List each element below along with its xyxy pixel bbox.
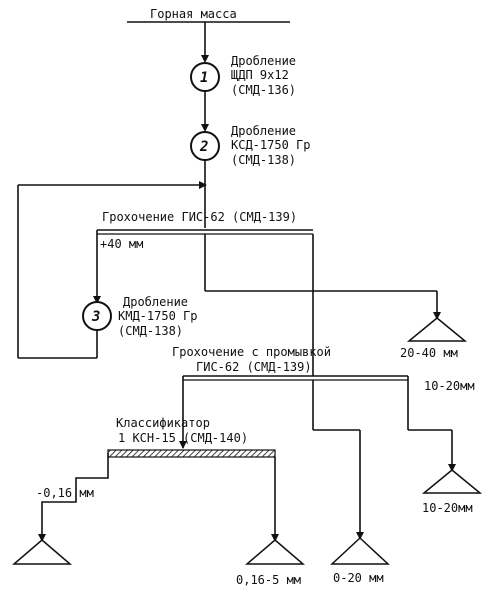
screen-2-fraction-label: 10-20мм	[424, 379, 475, 393]
product-0-20-label: 0-20 мм	[333, 571, 384, 585]
crusher-1-title: Дробление	[231, 54, 296, 68]
flow-arrow	[179, 441, 187, 449]
screen-2-model: ГИС-62 (СМД-139)	[196, 360, 312, 374]
fine-fraction-pile	[11, 539, 73, 565]
flow-arrow	[201, 55, 209, 63]
classifier-body	[107, 449, 276, 458]
flow-arrow	[271, 534, 279, 542]
crusher-2-title: Дробление	[231, 124, 296, 138]
product-20-40-pile	[406, 317, 468, 342]
crusher-3-model: КМД-1750 Гр	[118, 309, 197, 323]
classifier-title: Классификатор	[116, 416, 210, 430]
product-0-20-pile	[330, 536, 390, 565]
source-label: Горная масса	[150, 7, 237, 21]
fine-fraction-label: -0,16 мм	[36, 486, 94, 500]
fine-fraction-line	[41, 453, 109, 540]
product-10-20-pile	[421, 469, 483, 494]
product-10-20-label: 10-20мм	[422, 501, 473, 515]
crusher-3-number: 3	[91, 309, 100, 325]
crusher-2-number: 2	[199, 139, 208, 155]
crusher-2-code: (СМД-138)	[231, 153, 296, 167]
flow-arrow	[201, 124, 209, 132]
crusher-1-code: (СМД-136)	[231, 83, 296, 97]
product-016-5-pile	[244, 539, 306, 565]
crusher-3-code: (СМД-138)	[118, 324, 183, 338]
product-20-40-label: 20-40 мм	[400, 346, 458, 360]
loop-arrow	[199, 181, 207, 189]
flow-arrow	[356, 532, 364, 540]
screen-1-label: Грохочение ГИС-62 (СМД-139)	[102, 210, 297, 224]
flow-arrow	[38, 534, 46, 542]
crusher-3-title: Дробление	[123, 295, 188, 309]
flow-arrow	[433, 312, 441, 320]
flow-arrow	[448, 464, 456, 472]
product-016-5-label: 0,16-5 мм	[236, 573, 301, 587]
screen-2-title: Грохочение с промывкой	[172, 345, 331, 359]
flow-arrow	[93, 296, 101, 304]
crusher-1-number: 1	[200, 70, 208, 86]
crusher-1-model: ЩДП 9х12	[231, 68, 289, 82]
classifier-model: 1 КСН-15 (СМД-140)	[118, 431, 248, 445]
screen-1-oversize-label: +40 мм	[100, 237, 143, 251]
crusher-2-model: КСД-1750 Гр	[231, 138, 310, 152]
